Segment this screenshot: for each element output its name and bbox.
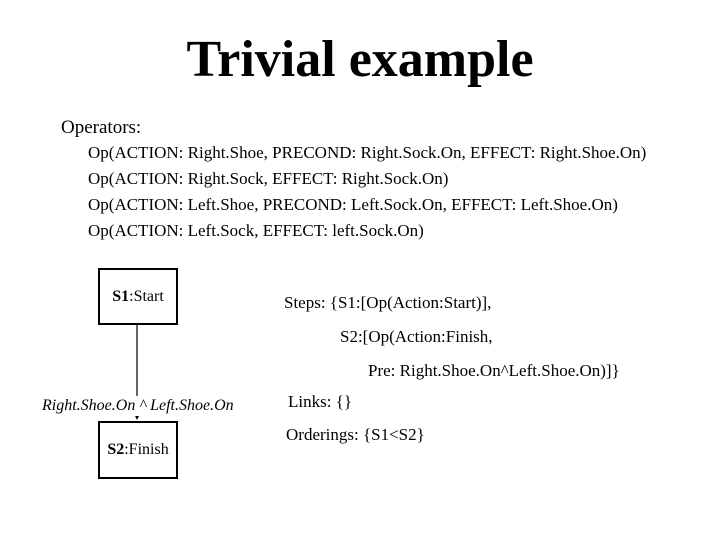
operator-item-left-shoe: Op(ACTION: Left.Shoe, PRECOND: Left.Sock…: [88, 195, 618, 214]
plan-orderings: Orderings: {S1<S2}: [286, 425, 425, 444]
plan-links: Links: {}: [288, 392, 353, 411]
finish-step-node: S2:Finish: [98, 421, 178, 479]
finish-separator: :: [124, 441, 129, 458]
edge-condition-label: Right.Shoe.On ^ Left.Shoe.On: [42, 396, 234, 416]
plan-steps-line-3: Pre: Right.Shoe.On^Left.Shoe.On)]}: [368, 361, 620, 380]
slide-title: Trivial example: [186, 31, 534, 88]
start-step-id: S1: [112, 287, 130, 305]
operator-item-left-sock: Op(ACTION: Left.Sock, EFFECT: left.Sock.…: [88, 221, 424, 240]
plan-steps-line-1: Steps: {S1:[Op(Action:Start)],: [284, 293, 492, 312]
operators-heading: Operators:: [61, 117, 142, 138]
start-step-name: Start: [133, 287, 164, 305]
operators-list: Op(ACTION: Right.Shoe, PRECOND: Right.So…: [88, 140, 646, 244]
operator-item-right-sock: Op(ACTION: Right.Sock, EFFECT: Right.Soc…: [88, 169, 449, 188]
operator-item-right-shoe: Op(ACTION: Right.Shoe, PRECOND: Right.So…: [88, 143, 647, 162]
finish-step-id: S2: [107, 441, 125, 458]
plan-steps-line-2: S2:[Op(Action:Finish,: [340, 327, 493, 346]
start-separator: :: [129, 287, 134, 305]
start-step-node: S1:Start: [98, 268, 178, 325]
finish-step-name: Finish: [128, 441, 169, 458]
